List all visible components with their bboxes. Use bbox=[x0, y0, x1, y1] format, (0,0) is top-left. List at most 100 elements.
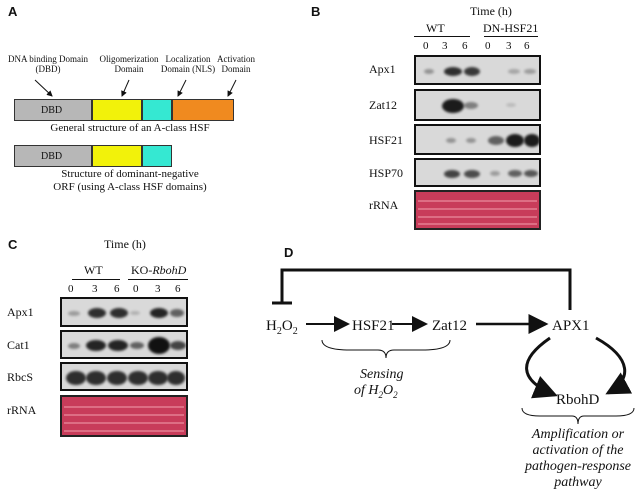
panel-c-blot-cat1 bbox=[60, 330, 188, 359]
band bbox=[524, 69, 536, 74]
band bbox=[464, 170, 480, 178]
band bbox=[108, 340, 128, 351]
panel-b-row-hsf21: HSF21 bbox=[369, 133, 404, 147]
rrna-band bbox=[64, 414, 184, 416]
panel-c-time-label: Time (h) bbox=[104, 237, 146, 251]
node-h2o2: H2O2 bbox=[266, 318, 298, 337]
panel-b-row-rrna: rRNA bbox=[369, 198, 399, 212]
dbd-arrow bbox=[34, 79, 53, 97]
panel-a-letter: A bbox=[8, 4, 18, 19]
panel-c-ko-underline bbox=[128, 279, 188, 280]
band bbox=[446, 138, 456, 143]
domain-arrows bbox=[34, 79, 237, 97]
band bbox=[444, 170, 460, 178]
band bbox=[466, 138, 476, 143]
panel-b-blot-hsp70 bbox=[414, 158, 541, 187]
pathway-diagram: H2O2 HSF21 Zat12 APX1 RbohD Sensing of H… bbox=[266, 268, 635, 490]
sensing-brace bbox=[321, 339, 451, 359]
activation-domain-label: Activation Domain bbox=[217, 54, 255, 74]
band bbox=[148, 371, 168, 385]
panel-b-blot-apx1 bbox=[414, 55, 541, 85]
panel-c-group-wt: WT bbox=[84, 263, 103, 277]
band bbox=[170, 309, 184, 317]
dn-nls-segment bbox=[142, 145, 172, 167]
panel-c-lane-0: 0 bbox=[68, 283, 74, 295]
panel-c-blot-apx1 bbox=[60, 297, 188, 327]
panel-c-ko-prefix: KO- bbox=[131, 263, 153, 277]
band bbox=[86, 371, 106, 385]
dbd-domain-label: DNA binding Domain (DBD) bbox=[8, 54, 88, 74]
panel-b-row-hsp70: HSP70 bbox=[369, 166, 404, 180]
dn-oligo-segment bbox=[92, 145, 142, 167]
sensing-line2: of H2O2 bbox=[354, 383, 398, 400]
panel-b-time-label: Time (h) bbox=[470, 4, 512, 18]
band bbox=[66, 371, 86, 385]
panel-b-group-dn: DN-HSF21 bbox=[483, 21, 539, 35]
panel-b-letter: B bbox=[311, 4, 321, 19]
loop-left bbox=[525, 336, 558, 399]
panel-c-blot-rbcs bbox=[60, 362, 188, 391]
band bbox=[86, 340, 106, 351]
rrna-band bbox=[418, 200, 537, 202]
panel-d-letter: D bbox=[284, 245, 294, 260]
panel-c-lane-4: 3 bbox=[155, 283, 161, 295]
panel-b-lane-3: 0 bbox=[485, 40, 491, 52]
band bbox=[68, 311, 80, 316]
dn-dbd-box-label: DBD bbox=[41, 151, 63, 162]
band bbox=[170, 341, 186, 350]
panel-b-row-apx1: Apx1 bbox=[369, 62, 396, 76]
band bbox=[490, 171, 500, 176]
band bbox=[506, 134, 524, 147]
band bbox=[167, 371, 185, 385]
band bbox=[128, 371, 148, 385]
oligo-domain-label: Oligomerization Domain bbox=[99, 54, 159, 74]
band bbox=[506, 103, 516, 107]
panel-c-row-apx1: Apx1 bbox=[7, 305, 34, 319]
rrna-band bbox=[418, 216, 537, 218]
panel-b-lane-2: 6 bbox=[462, 40, 468, 52]
panel-c-group-ko: KO-RbohD bbox=[131, 263, 186, 278]
amp-line3: pathogen-response bbox=[524, 459, 631, 474]
panel-c-row-cat1: Cat1 bbox=[7, 338, 30, 352]
band bbox=[110, 308, 128, 318]
inhibition-line bbox=[280, 268, 572, 310]
amp-line1: Amplification or bbox=[531, 427, 625, 442]
loop-right bbox=[595, 336, 633, 395]
panel-c-ko-gene: RbohD bbox=[152, 263, 187, 277]
sensing-line1: Sensing bbox=[360, 367, 404, 382]
nls-segment bbox=[142, 99, 172, 121]
panel-b-lane-4: 3 bbox=[506, 40, 512, 52]
panel-c-lane-5: 6 bbox=[175, 283, 181, 295]
band bbox=[88, 308, 106, 318]
panel-b-group-wt: WT bbox=[426, 21, 445, 35]
panel-c-lane-2: 6 bbox=[114, 283, 120, 295]
band bbox=[464, 67, 480, 76]
rrna-band bbox=[64, 422, 184, 424]
band bbox=[508, 170, 522, 177]
caption-dominant-negative: Structure of dominant-negative ORF (usin… bbox=[53, 168, 207, 193]
node-hsf21: HSF21 bbox=[352, 318, 395, 334]
nls-arrow bbox=[177, 79, 187, 97]
amplification-brace bbox=[521, 407, 635, 425]
band bbox=[442, 99, 464, 113]
rrna-band bbox=[64, 406, 184, 408]
panel-c-lane-1: 3 bbox=[92, 283, 98, 295]
panel-b-row-zat12: Zat12 bbox=[369, 98, 397, 112]
panel-c-letter: C bbox=[8, 237, 18, 252]
oligo-arrow bbox=[121, 79, 130, 97]
panel-b-dn-underline bbox=[484, 36, 538, 37]
dbd-segment: DBD bbox=[14, 99, 92, 121]
dbd-box-label: DBD bbox=[41, 105, 63, 116]
node-rbohd: RbohD bbox=[556, 392, 600, 408]
panel-b-blot-zat12 bbox=[414, 89, 541, 121]
band bbox=[488, 136, 504, 145]
band bbox=[68, 343, 80, 349]
band bbox=[130, 342, 144, 349]
rrna-band bbox=[418, 208, 537, 210]
amp-line4: pathway bbox=[553, 475, 602, 490]
caption-general-structure: General structure of an A-class HSF bbox=[50, 122, 210, 134]
amp-line2: activation of the bbox=[533, 443, 624, 458]
panel-c-lane-3: 0 bbox=[133, 283, 139, 295]
band bbox=[464, 102, 478, 109]
band bbox=[148, 337, 170, 354]
